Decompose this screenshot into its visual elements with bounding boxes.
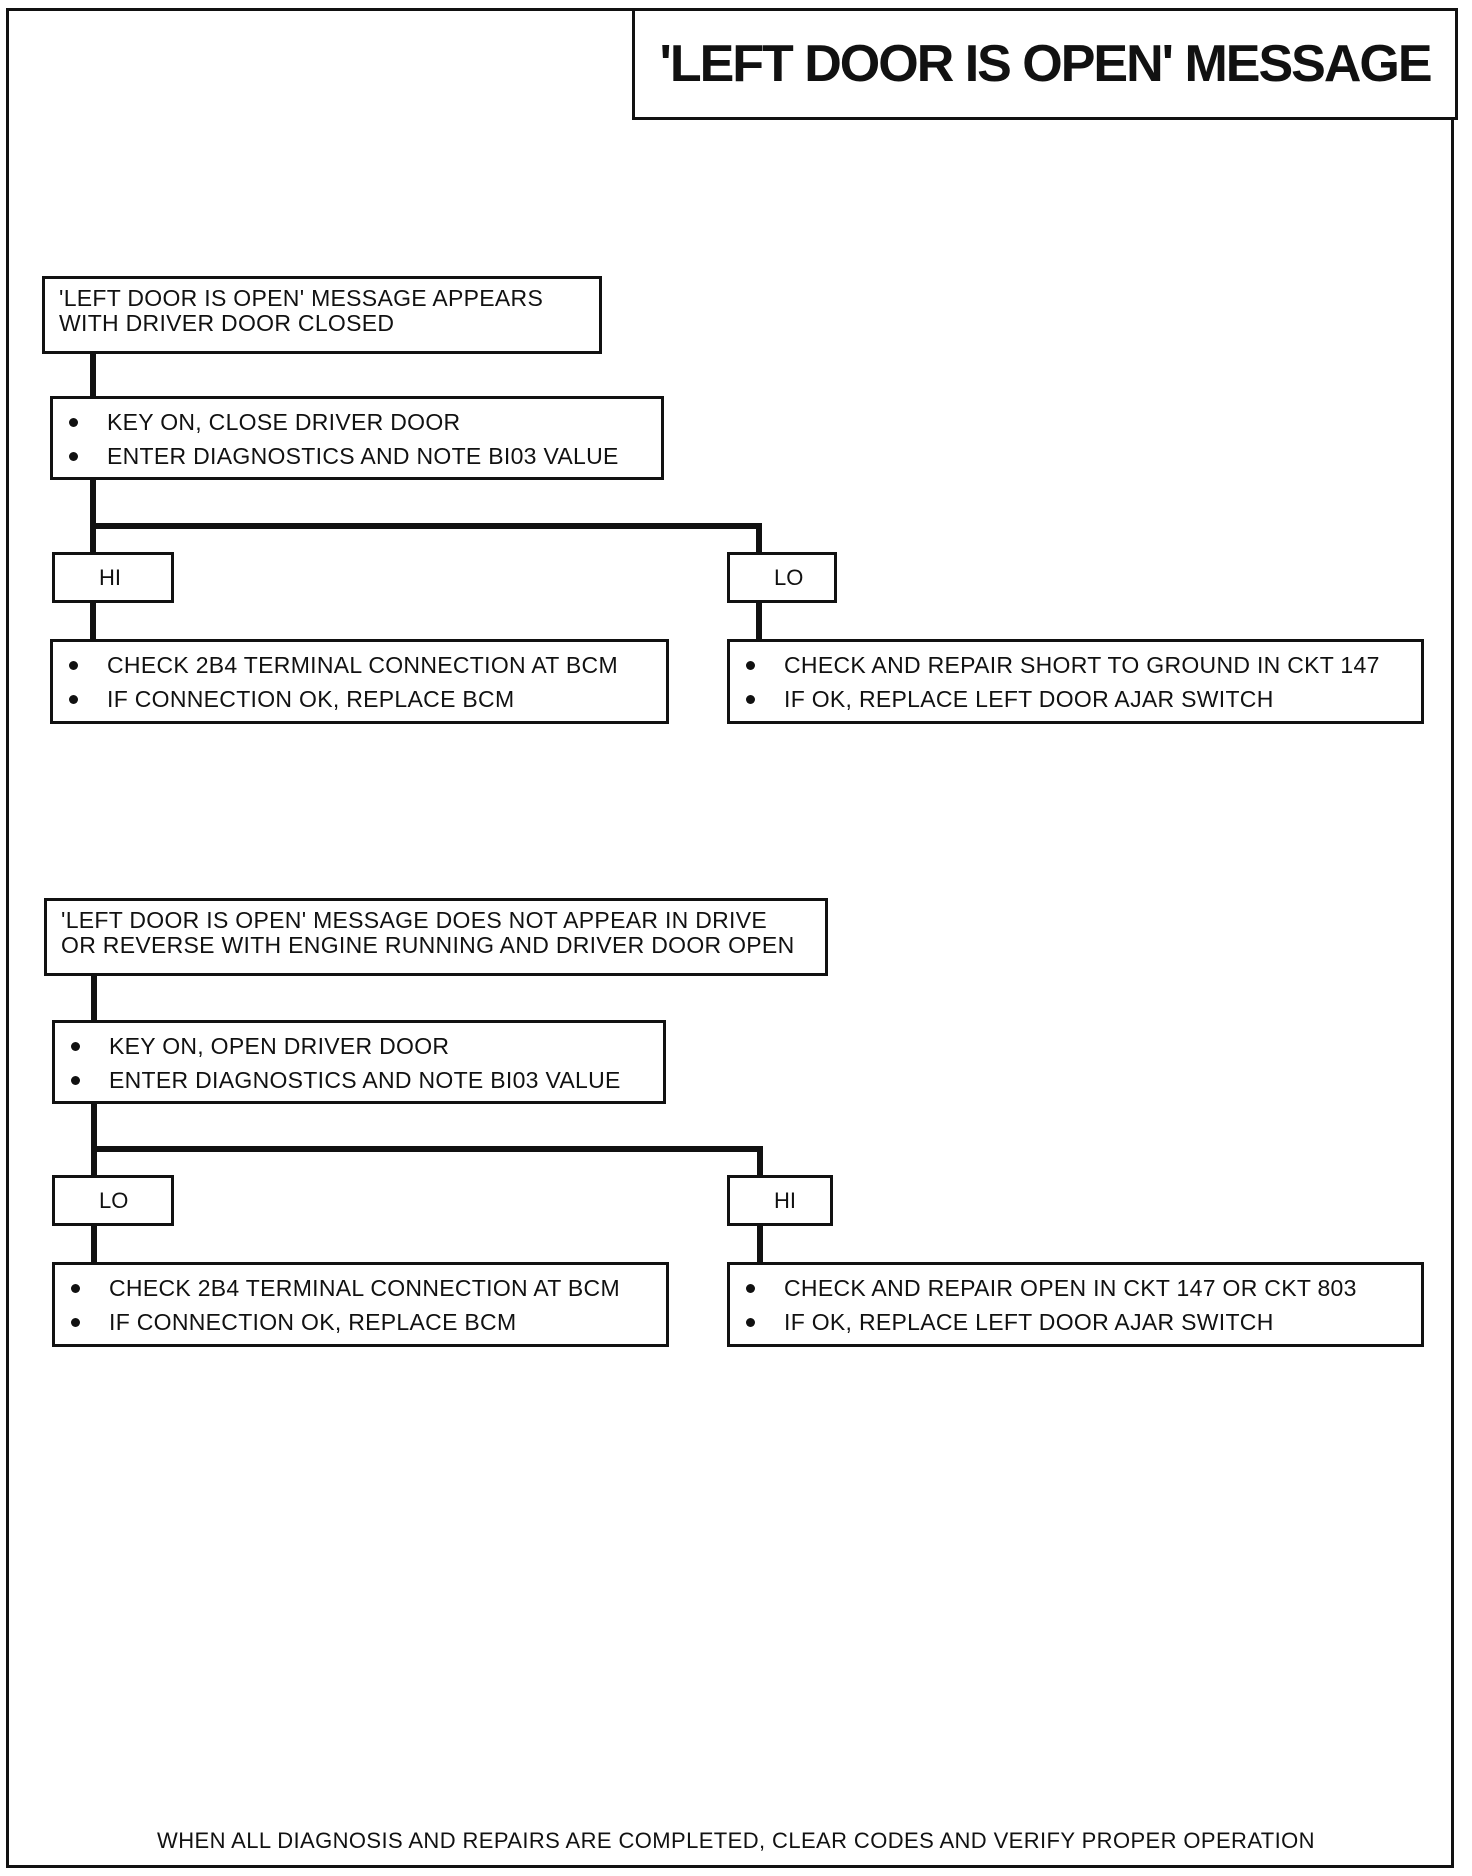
bullet-icon xyxy=(71,1283,80,1293)
connector-line xyxy=(756,601,762,642)
action-text: IF CONNECTION OK, REPLACE BCM xyxy=(107,685,515,712)
action-item: CHECK 2B4 TERMINAL CONNECTION AT BCM xyxy=(69,1271,652,1305)
step-text: KEY ON, CLOSE DRIVER DOOR xyxy=(107,408,461,435)
connector-line xyxy=(91,1146,763,1152)
bullet-icon xyxy=(746,1317,755,1327)
action-text: CHECK 2B4 TERMINAL CONNECTION AT BCM xyxy=(107,651,618,678)
step-item: ENTER DIAGNOSTICS AND NOTE BI03 VALUE xyxy=(67,439,647,473)
steps-box-1: KEY ON, CLOSE DRIVER DOOR ENTER DIAGNOST… xyxy=(50,396,664,480)
bullet-icon xyxy=(746,660,755,670)
connector-line xyxy=(756,523,762,554)
bullet-icon xyxy=(69,660,78,670)
branch-label-box: LO xyxy=(727,552,837,603)
action-item: CHECK AND REPAIR OPEN IN CKT 147 OR CKT … xyxy=(744,1271,1407,1305)
condition-box-1: 'LEFT DOOR IS OPEN' MESSAGE APPEARS WITH… xyxy=(42,276,602,354)
branch-label-box: HI xyxy=(727,1175,833,1226)
connector-line xyxy=(91,973,97,1023)
connector-line xyxy=(91,1101,97,1177)
steps-box-2: KEY ON, OPEN DRIVER DOOR ENTER DIAGNOSTI… xyxy=(52,1020,666,1104)
page-title: 'LEFT DOOR IS OPEN' MESSAGE xyxy=(659,35,1432,93)
title-box: 'LEFT DOOR IS OPEN' MESSAGE xyxy=(632,8,1458,120)
footer-note: WHEN ALL DIAGNOSIS AND REPAIRS ARE COMPL… xyxy=(157,1828,1315,1853)
action-item: IF CONNECTION OK, REPLACE BCM xyxy=(67,682,652,716)
step-item: KEY ON, OPEN DRIVER DOOR xyxy=(69,1029,649,1063)
connector-line xyxy=(757,1146,763,1177)
action-text: IF OK, REPLACE LEFT DOOR AJAR SWITCH xyxy=(784,1308,1274,1335)
action-text: CHECK AND REPAIR OPEN IN CKT 147 OR CKT … xyxy=(784,1274,1357,1301)
condition-line: OR REVERSE WITH ENGINE RUNNING AND DRIVE… xyxy=(61,932,795,958)
branch-label: HI xyxy=(99,564,121,590)
bullet-icon xyxy=(69,417,78,427)
action-box: CHECK AND REPAIR OPEN IN CKT 147 OR CKT … xyxy=(727,1262,1424,1347)
bullet-icon xyxy=(746,1283,755,1293)
bullet-icon xyxy=(71,1317,80,1327)
action-item: CHECK AND REPAIR SHORT TO GROUND IN CKT … xyxy=(744,648,1407,682)
action-text: IF OK, REPLACE LEFT DOOR AJAR SWITCH xyxy=(784,685,1274,712)
step-text: KEY ON, OPEN DRIVER DOOR xyxy=(109,1032,450,1059)
condition-line: 'LEFT DOOR IS OPEN' MESSAGE APPEARS xyxy=(59,285,544,311)
step-text: ENTER DIAGNOSTICS AND NOTE BI03 VALUE xyxy=(107,442,619,469)
action-item: CHECK 2B4 TERMINAL CONNECTION AT BCM xyxy=(67,648,652,682)
step-item: KEY ON, CLOSE DRIVER DOOR xyxy=(67,405,647,439)
bullet-icon xyxy=(69,694,78,704)
step-item: ENTER DIAGNOSTICS AND NOTE BI03 VALUE xyxy=(69,1063,649,1097)
branch-label-box: LO xyxy=(52,1175,174,1226)
action-box: CHECK 2B4 TERMINAL CONNECTION AT BCM IF … xyxy=(50,639,669,724)
branch-label: LO xyxy=(99,1187,129,1213)
action-text: CHECK 2B4 TERMINAL CONNECTION AT BCM xyxy=(109,1274,620,1301)
connector-line xyxy=(90,352,96,398)
connector-line xyxy=(90,523,762,529)
action-item: IF OK, REPLACE LEFT DOOR AJAR SWITCH xyxy=(744,682,1407,716)
bullet-icon xyxy=(69,451,78,461)
connector-line xyxy=(757,1224,763,1265)
action-box: CHECK 2B4 TERMINAL CONNECTION AT BCM IF … xyxy=(52,1262,669,1347)
action-text: CHECK AND REPAIR SHORT TO GROUND IN CKT … xyxy=(784,651,1380,678)
connector-line xyxy=(90,478,96,554)
condition-line: WITH DRIVER DOOR CLOSED xyxy=(59,310,395,336)
branch-label-box: HI xyxy=(52,552,174,603)
connector-line xyxy=(90,601,96,642)
action-item: IF OK, REPLACE LEFT DOOR AJAR SWITCH xyxy=(744,1305,1407,1339)
action-item: IF CONNECTION OK, REPLACE BCM xyxy=(69,1305,652,1339)
step-text: ENTER DIAGNOSTICS AND NOTE BI03 VALUE xyxy=(109,1066,621,1093)
condition-box-2: 'LEFT DOOR IS OPEN' MESSAGE DOES NOT APP… xyxy=(44,898,828,976)
bullet-icon xyxy=(71,1041,80,1051)
bullet-icon xyxy=(71,1075,80,1085)
connector-line xyxy=(91,1224,97,1265)
action-text: IF CONNECTION OK, REPLACE BCM xyxy=(109,1308,517,1335)
condition-line: 'LEFT DOOR IS OPEN' MESSAGE DOES NOT APP… xyxy=(61,907,768,933)
branch-label: LO xyxy=(774,564,804,590)
action-box: CHECK AND REPAIR SHORT TO GROUND IN CKT … xyxy=(727,639,1424,724)
bullet-icon xyxy=(746,694,755,704)
branch-label: HI xyxy=(774,1187,796,1213)
